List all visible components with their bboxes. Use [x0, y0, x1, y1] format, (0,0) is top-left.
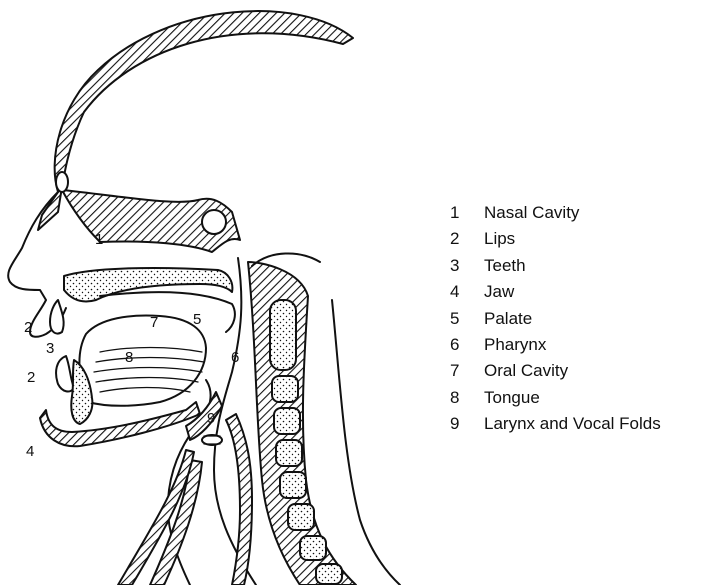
legend-label: Tongue — [484, 388, 540, 407]
vertebra — [288, 504, 314, 530]
lower-lip — [56, 356, 74, 391]
label-4: 4 — [26, 443, 34, 460]
legend-number: 3 — [450, 253, 484, 279]
vertebra — [272, 376, 298, 402]
legend-label: Pharynx — [484, 335, 546, 354]
jaw — [40, 402, 200, 446]
legend-number: 4 — [450, 279, 484, 305]
legend-number: 7 — [450, 358, 484, 384]
trachea — [226, 414, 252, 585]
tongue — [79, 316, 206, 406]
label-3: 3 — [46, 340, 54, 357]
label-2-lower: 2 — [27, 369, 35, 386]
label-2-upper: 2 — [24, 319, 32, 336]
label-8: 8 — [125, 349, 133, 366]
legend-label: Lips — [484, 229, 515, 248]
legend-number: 2 — [450, 226, 484, 252]
legend-number: 6 — [450, 332, 484, 358]
legend-label: Teeth — [484, 256, 526, 275]
legend-label: Oral Cavity — [484, 361, 568, 380]
vertebra — [276, 440, 302, 466]
label-9: 9 — [207, 410, 215, 427]
legend-number: 9 — [450, 411, 484, 437]
label-5: 5 — [193, 311, 201, 328]
legend-label: Nasal Cavity — [484, 203, 579, 222]
legend-label: Larynx and Vocal Folds — [484, 414, 661, 433]
label-1: 1 — [95, 231, 103, 248]
legend-number: 5 — [450, 306, 484, 332]
legend-label: Jaw — [484, 282, 514, 301]
vertebra — [300, 536, 326, 560]
vertebra — [270, 300, 296, 370]
legend-label: Palate — [484, 309, 532, 328]
vertebra — [274, 408, 300, 434]
legend-number: 1 — [450, 200, 484, 226]
vocal-tract-diagram: 1 2 2 3 4 5 6 7 8 9 — [0, 0, 440, 585]
upper-teeth — [50, 300, 64, 334]
label-7: 7 — [150, 314, 158, 331]
spine — [248, 262, 356, 585]
vertebra — [280, 472, 306, 498]
legend-number: 8 — [450, 385, 484, 411]
label-6: 6 — [231, 349, 239, 366]
vertebra — [316, 564, 342, 584]
